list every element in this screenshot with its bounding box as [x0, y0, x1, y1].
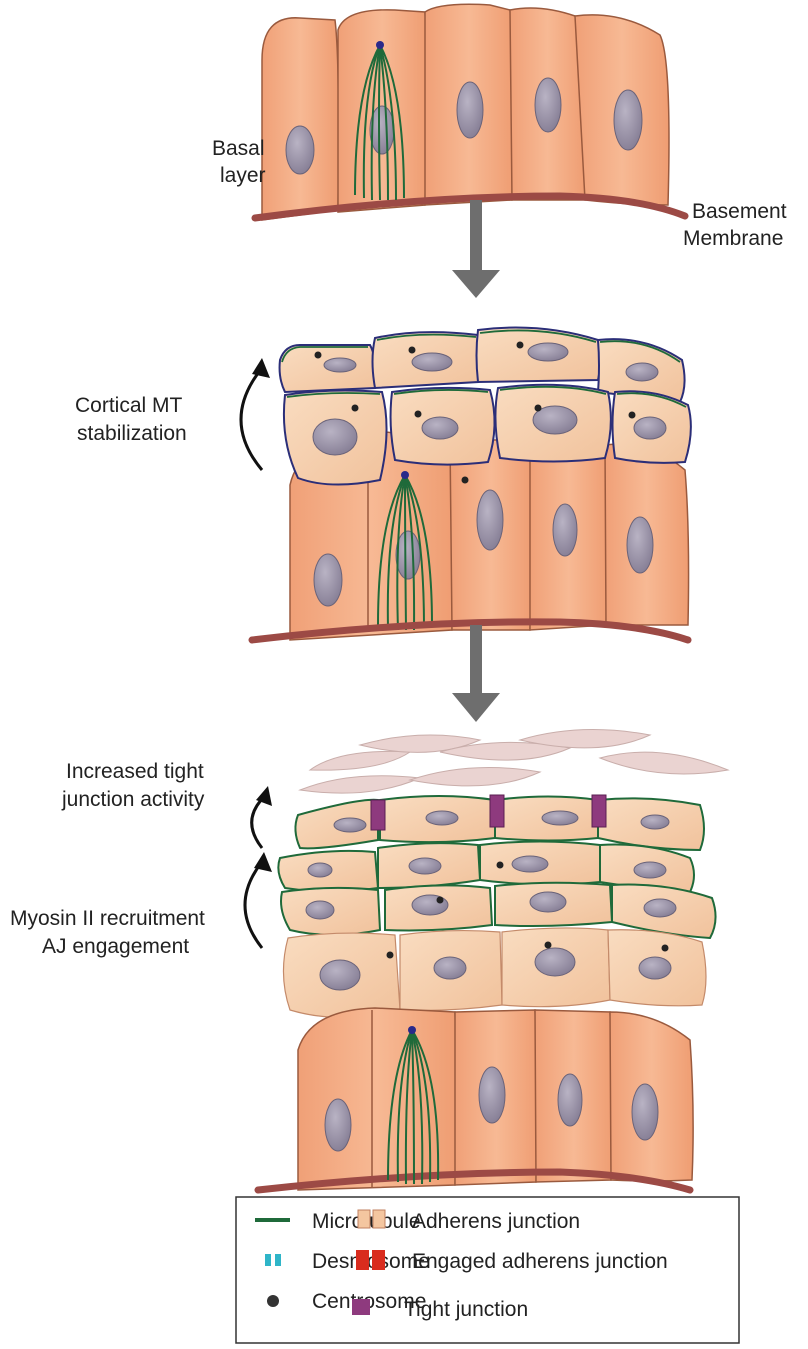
- basement-membrane-label-1: Basement: [692, 200, 787, 223]
- nucleus: [286, 126, 314, 174]
- basement-membrane-label-2: Membrane: [683, 227, 783, 250]
- basal-layer-label-2: layer: [220, 164, 266, 187]
- nucleus: [614, 90, 642, 150]
- panel-basal-layer: Basal layer Basement Membrane: [212, 4, 787, 250]
- nucleus: [457, 82, 483, 138]
- down-arrow-1: [452, 200, 500, 298]
- panel-cortical-stabilization: Cortical MT stabilization: [75, 328, 691, 640]
- legend-tight: Tight junction: [404, 1298, 528, 1321]
- basal-cell: [262, 18, 339, 220]
- curved-arrow: [241, 368, 262, 470]
- legend-adherens: Adherens junction: [412, 1210, 580, 1233]
- legend: Microtubule Desmosome Centrosome Adheren…: [236, 1197, 739, 1343]
- myosin-label-1: Myosin II recruitment: [10, 907, 205, 930]
- myosin-label-2: AJ engagement: [42, 935, 189, 958]
- nucleus: [535, 78, 561, 132]
- tight-junction-icon: [352, 1299, 370, 1315]
- cortical-mt-label-1: Cortical MT: [75, 394, 183, 417]
- panel-tight-junctions: Increased tight junction activity Myosin…: [10, 730, 728, 1190]
- cortical-mt-label-2: stabilization: [77, 422, 187, 445]
- legend-engaged-adherens: Engaged adherens junction: [412, 1250, 668, 1273]
- tight-junction-label-1: Increased tight: [66, 760, 204, 783]
- squames: [300, 730, 728, 794]
- basal-layer-label-1: Basal: [212, 137, 265, 160]
- centrosome-icon: [267, 1295, 279, 1307]
- tight-junction-label-2: junction activity: [61, 788, 205, 811]
- down-arrow-2: [452, 625, 500, 722]
